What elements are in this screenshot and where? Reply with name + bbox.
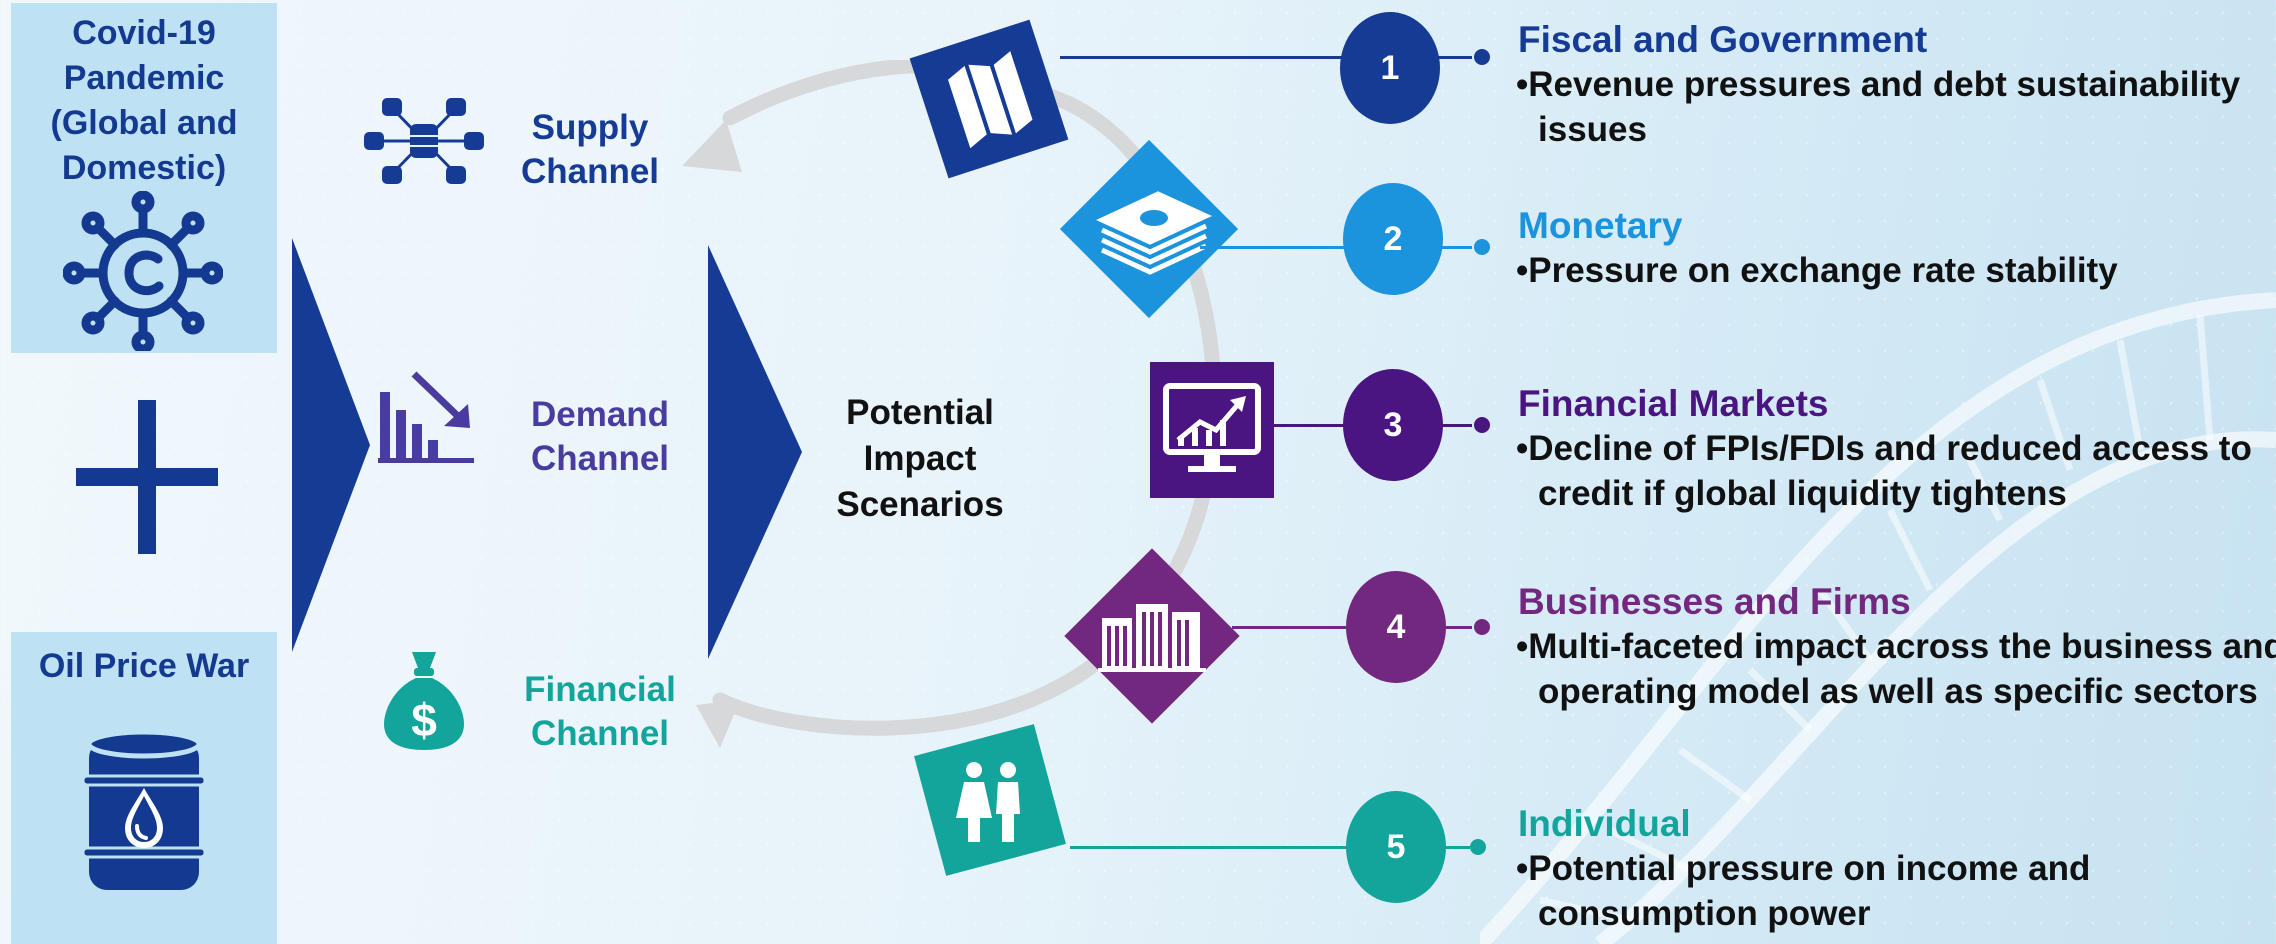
people-icon	[914, 724, 1066, 876]
scenario-number-3: 3	[1343, 369, 1443, 481]
scenario-number-2: 2	[1343, 183, 1443, 295]
scenario-body-4: •Multi-faceted impact across the busines…	[1516, 627, 2276, 711]
scenario-title-2: Monetary	[1518, 205, 1683, 246]
dna-helix-decoration	[1480, 292, 2276, 944]
connector-dot-4	[1474, 619, 1490, 635]
connector-dot-3	[1474, 417, 1490, 433]
money-stack-icon	[1059, 139, 1239, 319]
oil-title: Oil Price War	[38, 647, 250, 685]
covid-title: Covid-19 Pandemic (Global and Domestic)	[50, 14, 238, 187]
buildings-icon	[1064, 548, 1240, 724]
database-network-icon	[364, 98, 484, 184]
connector-dot-2	[1474, 239, 1490, 255]
scenario-number-5: 5	[1346, 791, 1446, 903]
monitor-chart-icon	[1150, 362, 1274, 498]
potential-impact-scenarios-label: Potential Impact Scenarios	[836, 393, 1004, 524]
virus-icon	[63, 191, 223, 351]
scenario-body-3: •Decline of FPIs/FDIs and reduced access…	[1516, 429, 2252, 513]
scenario-body-2: •Pressure on exchange rate stability	[1516, 251, 2118, 290]
scenario-title-1: Fiscal and Government	[1518, 19, 1928, 60]
covid-panel: Covid-19 Pandemic (Global and Domestic)	[11, 3, 277, 353]
scenario-body-5: •Potential pressure on income and consum…	[1516, 849, 2091, 933]
plus-icon	[76, 400, 218, 554]
scenario-body-1: •Revenue pressures and debt sustainabili…	[1516, 65, 2241, 149]
scenario-title-3: Financial Markets	[1518, 383, 1829, 424]
supply-channel-label: Supply Channel	[520, 108, 660, 191]
scenario-number-1: 1	[1340, 12, 1440, 124]
scenario-title-5: Individual	[1518, 803, 1691, 844]
connector-dot-5	[1470, 839, 1486, 855]
oil-barrel-icon	[83, 730, 205, 890]
oil-panel: Oil Price War	[11, 632, 277, 944]
connector-dot-1	[1474, 49, 1490, 65]
demand-channel-label: Demand Channel	[530, 395, 670, 478]
left-triangle-arrow	[292, 238, 370, 652]
connector-2	[1200, 246, 1472, 249]
svg-text:$: $	[411, 694, 437, 746]
connector-5	[1070, 846, 1470, 849]
scenario-title-4: Businesses and Firms	[1518, 581, 1911, 622]
connector-1	[1060, 56, 1472, 59]
map-icon	[909, 19, 1069, 179]
financial-channel-label: Financial Channel	[524, 670, 676, 753]
center-triangle-arrow	[708, 245, 802, 659]
scenario-number-4: 4	[1346, 571, 1446, 683]
declining-chart-icon	[378, 371, 474, 463]
money-bag-icon: $	[384, 652, 464, 750]
